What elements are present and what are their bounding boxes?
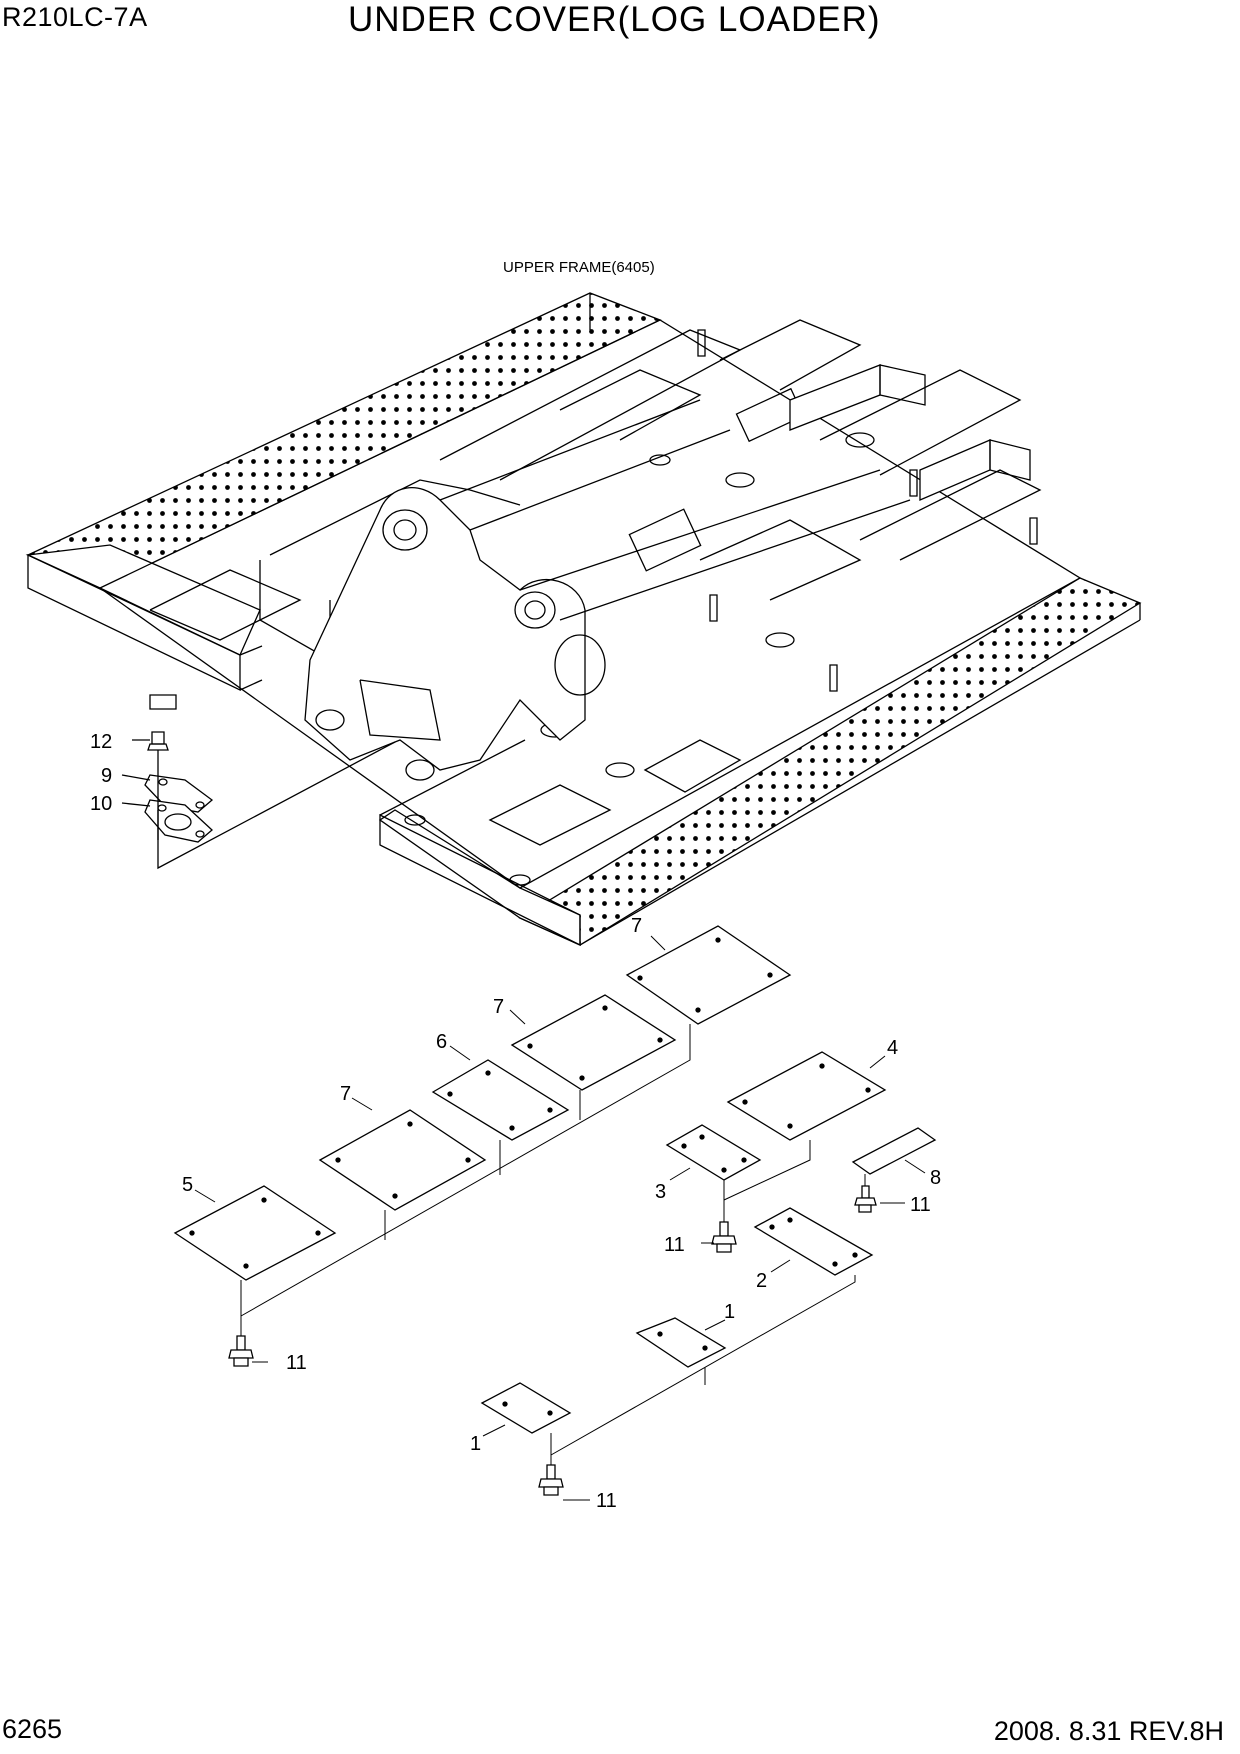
page-title: UNDER COVER(LOG LOADER)	[348, 0, 881, 39]
cover-panel-1a	[637, 1318, 725, 1367]
callout-9: 9	[101, 765, 112, 787]
callout-7-mid: 7	[493, 996, 504, 1018]
mounting-tabs	[698, 330, 1037, 691]
callout-11-d: 11	[596, 1490, 617, 1512]
callout-7-left: 7	[340, 1083, 351, 1105]
cover-panel-5	[175, 1186, 335, 1280]
callout-11-b: 11	[664, 1234, 685, 1256]
bolt-12	[132, 732, 168, 760]
bolt-11-d	[539, 1465, 563, 1495]
upper-frame-label: UPPER FRAME(6405)	[503, 259, 655, 276]
cover-panel-1b	[482, 1383, 570, 1433]
callout-6: 6	[436, 1031, 447, 1053]
plate-9	[122, 775, 212, 812]
cover-panel-4	[728, 1052, 885, 1140]
revision-date: 2008. 8.31 REV.8H	[993, 1716, 1224, 1746]
callout-1-left: 1	[470, 1433, 481, 1455]
bolt-11-c	[855, 1186, 876, 1212]
callout-1-right: 1	[724, 1301, 735, 1323]
cover-panel-3	[667, 1125, 760, 1180]
callout-12: 12	[90, 731, 112, 753]
callout-4: 4	[887, 1037, 898, 1059]
cover-panel-7c	[320, 1110, 485, 1210]
counterweight-bosses	[790, 365, 1030, 500]
assembly-lines	[195, 936, 925, 1500]
plate-fixings	[122, 732, 395, 868]
callout-labels: 12 9 10 7 7 6 7 5 4 3 8 11 11 2 1 11 1 1…	[90, 731, 941, 1512]
callout-3: 3	[655, 1181, 666, 1203]
callout-5: 5	[182, 1174, 193, 1196]
left-walkway	[0, 293, 660, 709]
cover-panel-7b	[512, 995, 675, 1090]
page-number: 6265	[2, 1714, 63, 1744]
upper-frame-assembly	[0, 293, 1140, 945]
callout-10: 10	[90, 793, 112, 815]
cover-panel-6	[433, 1060, 568, 1140]
bolts-11	[229, 1186, 876, 1495]
callout-8: 8	[930, 1167, 941, 1189]
cover-panel-8	[853, 1128, 935, 1174]
callout-7-top: 7	[631, 915, 642, 937]
callout-2: 2	[756, 1270, 767, 1292]
model-code: R210LC-7A	[2, 2, 148, 32]
cover-panel-7a	[627, 926, 790, 1024]
right-walkway	[380, 578, 1140, 945]
cover-panel-2	[755, 1208, 872, 1275]
bolt-11-b	[712, 1222, 736, 1252]
access-hatch	[490, 740, 740, 845]
bolt-11-a	[229, 1336, 253, 1366]
boom-foot-bracket	[305, 400, 910, 780]
callout-11-c: 11	[910, 1194, 931, 1216]
under-cover-panels	[175, 926, 935, 1433]
callout-11-a: 11	[286, 1352, 307, 1374]
